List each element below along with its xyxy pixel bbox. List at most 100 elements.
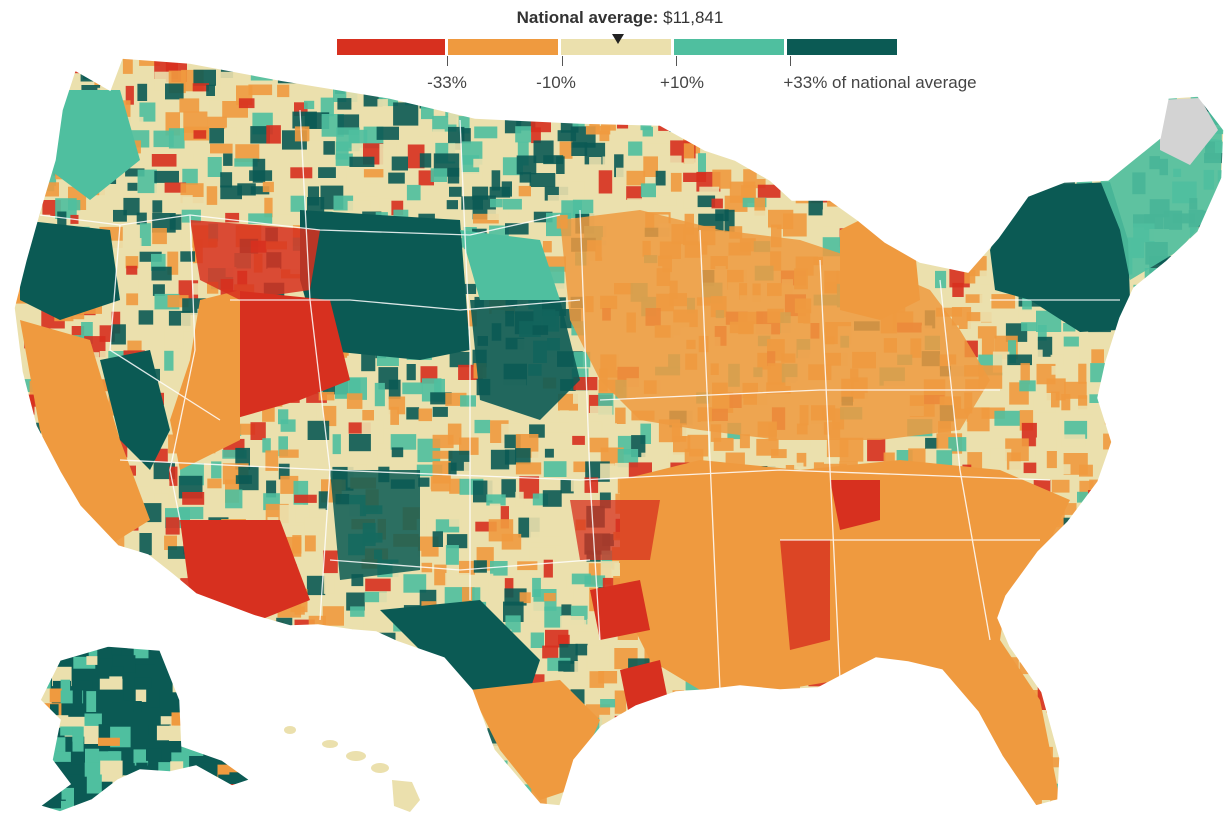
district-cell xyxy=(1204,424,1217,434)
district-cell xyxy=(349,788,368,806)
district-cell xyxy=(810,153,836,168)
district-cell xyxy=(307,197,325,212)
district-cell xyxy=(1120,437,1130,462)
legend-title-value: $11,841 xyxy=(663,8,724,27)
district-cell xyxy=(1092,713,1103,738)
district-cell xyxy=(768,774,794,797)
district-cell xyxy=(377,685,396,708)
district-cell xyxy=(241,679,250,689)
district-cell xyxy=(195,774,217,791)
district-cell xyxy=(571,573,591,585)
district-cell xyxy=(627,60,646,74)
district-cell xyxy=(1162,335,1188,346)
district-cell xyxy=(461,283,477,294)
district-cell xyxy=(1064,70,1081,94)
district-cell xyxy=(767,800,780,806)
district-cell xyxy=(1033,349,1043,360)
district-cell xyxy=(629,421,646,432)
district-cell xyxy=(123,689,133,701)
district-cell xyxy=(151,253,166,271)
district-cell xyxy=(390,406,399,425)
district-cell xyxy=(88,646,99,657)
district-cell xyxy=(991,294,1016,309)
district-cell xyxy=(837,783,857,800)
district-cell xyxy=(234,657,244,680)
district-cell xyxy=(865,87,877,99)
district-cell xyxy=(920,227,934,244)
district-cell xyxy=(617,727,641,737)
district-cell xyxy=(1076,592,1090,613)
district-cell xyxy=(207,116,227,129)
district-cell xyxy=(182,646,196,663)
district-cell xyxy=(908,448,926,465)
district-cell xyxy=(377,783,390,797)
district-cell xyxy=(501,181,512,197)
district-cell xyxy=(557,130,577,142)
district-cell xyxy=(588,97,613,117)
district-cell xyxy=(950,172,970,194)
district-cell xyxy=(235,617,248,642)
district-cell xyxy=(1061,770,1075,786)
district-cell xyxy=(952,282,964,297)
district-cell xyxy=(1048,564,1060,580)
district-cell xyxy=(825,730,846,750)
district-cell xyxy=(164,325,184,349)
district-cell xyxy=(293,686,315,705)
district-cell xyxy=(153,438,175,450)
district-cell xyxy=(1217,517,1224,534)
district-cell xyxy=(1008,340,1016,364)
district-cell xyxy=(192,83,209,92)
district-cell xyxy=(1021,606,1046,624)
district-cell xyxy=(248,84,273,96)
district-cell xyxy=(893,154,910,166)
district-cell xyxy=(952,800,967,806)
district-cell xyxy=(14,213,24,225)
district-cell xyxy=(72,726,84,742)
district-cell xyxy=(1214,296,1224,312)
district-cell xyxy=(897,171,914,186)
district-cell xyxy=(892,686,901,701)
district-cell xyxy=(739,434,750,449)
district-cell xyxy=(123,616,141,632)
district-cell xyxy=(1216,408,1224,433)
district-cell xyxy=(809,728,835,744)
district-cell xyxy=(320,97,334,117)
district-cell xyxy=(169,214,182,230)
district-cell xyxy=(81,322,93,344)
district-cell xyxy=(181,209,201,223)
district-cell xyxy=(41,111,53,135)
district-cell xyxy=(211,606,221,624)
district-cell xyxy=(125,85,134,105)
district-cell xyxy=(587,645,610,669)
district-cell xyxy=(910,787,931,804)
district-cell xyxy=(589,84,598,102)
district-cell xyxy=(700,127,717,138)
district-cell xyxy=(234,713,254,735)
district-cell xyxy=(1065,129,1077,139)
district-cell xyxy=(404,671,430,684)
map-legend: National average: $11,841 -33% -10% +10%… xyxy=(0,0,1227,100)
legend-title: National average: $11,841 xyxy=(0,8,1227,28)
district-cell xyxy=(462,587,475,604)
district-cell xyxy=(235,784,255,806)
district-cell xyxy=(1131,382,1153,398)
district-cell xyxy=(813,798,828,806)
district-cell xyxy=(461,381,472,393)
district-cell xyxy=(1172,560,1196,579)
district-cell xyxy=(473,213,499,224)
hawaii-island xyxy=(284,726,296,734)
state-border-line xyxy=(579,209,601,641)
district-cell xyxy=(431,659,446,682)
district-cell xyxy=(376,674,401,687)
district-cell xyxy=(447,715,464,731)
district-cell xyxy=(167,588,193,604)
district-cell xyxy=(962,197,985,209)
district-cell xyxy=(56,632,66,642)
district-cell xyxy=(41,85,65,100)
district-cell xyxy=(26,774,41,788)
district-cell xyxy=(14,58,27,68)
district-cell xyxy=(403,659,420,683)
district-cell xyxy=(866,743,879,762)
district-cell xyxy=(222,631,234,646)
district-cell xyxy=(1173,280,1186,291)
